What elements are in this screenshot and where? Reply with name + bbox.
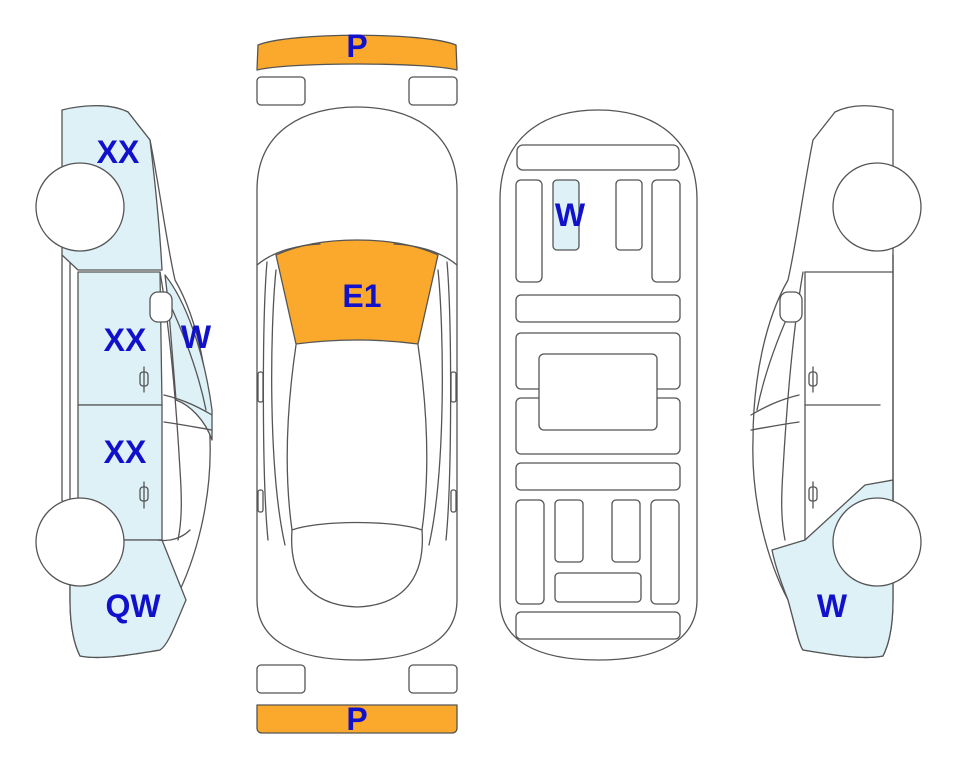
rear-light-left <box>256 664 306 694</box>
left-door-handles <box>139 366 149 509</box>
right-door-handles <box>808 366 818 509</box>
damage-labels: P E1 P XX XX W XX QW W W <box>97 28 848 737</box>
hood-panel <box>275 239 439 345</box>
left-side-view <box>35 105 213 659</box>
left-front-wheel <box>35 162 125 252</box>
underside-view <box>499 109 698 661</box>
front-light-right <box>408 76 458 106</box>
right-side-view <box>750 105 922 659</box>
label-front-bumper: P <box>346 28 367 64</box>
label-hood: E1 <box>342 278 381 314</box>
underside-panel-w <box>552 179 580 251</box>
top-view <box>256 34 458 734</box>
front-bumper-panel <box>256 34 458 71</box>
top-body <box>256 106 458 661</box>
label-left-rear-quarter: QW <box>105 588 161 624</box>
right-rear-wheel <box>832 497 922 587</box>
left-mirror <box>149 291 173 323</box>
label-left-front-fender: XX <box>97 134 140 170</box>
rear-light-right <box>408 664 458 694</box>
label-left-rear-door: XX <box>104 434 147 470</box>
label-left-window: W <box>181 319 212 355</box>
label-right-rear-quarter: W <box>817 588 848 624</box>
rear-bumper-panel <box>256 704 458 734</box>
label-rear-bumper: P <box>346 701 367 737</box>
front-light-left <box>256 76 306 106</box>
label-roof-panel: W <box>555 197 586 233</box>
right-front-wheel <box>832 162 922 252</box>
left-rear-wheel <box>35 497 125 587</box>
right-mirror <box>779 291 803 323</box>
label-left-front-door: XX <box>104 322 147 358</box>
